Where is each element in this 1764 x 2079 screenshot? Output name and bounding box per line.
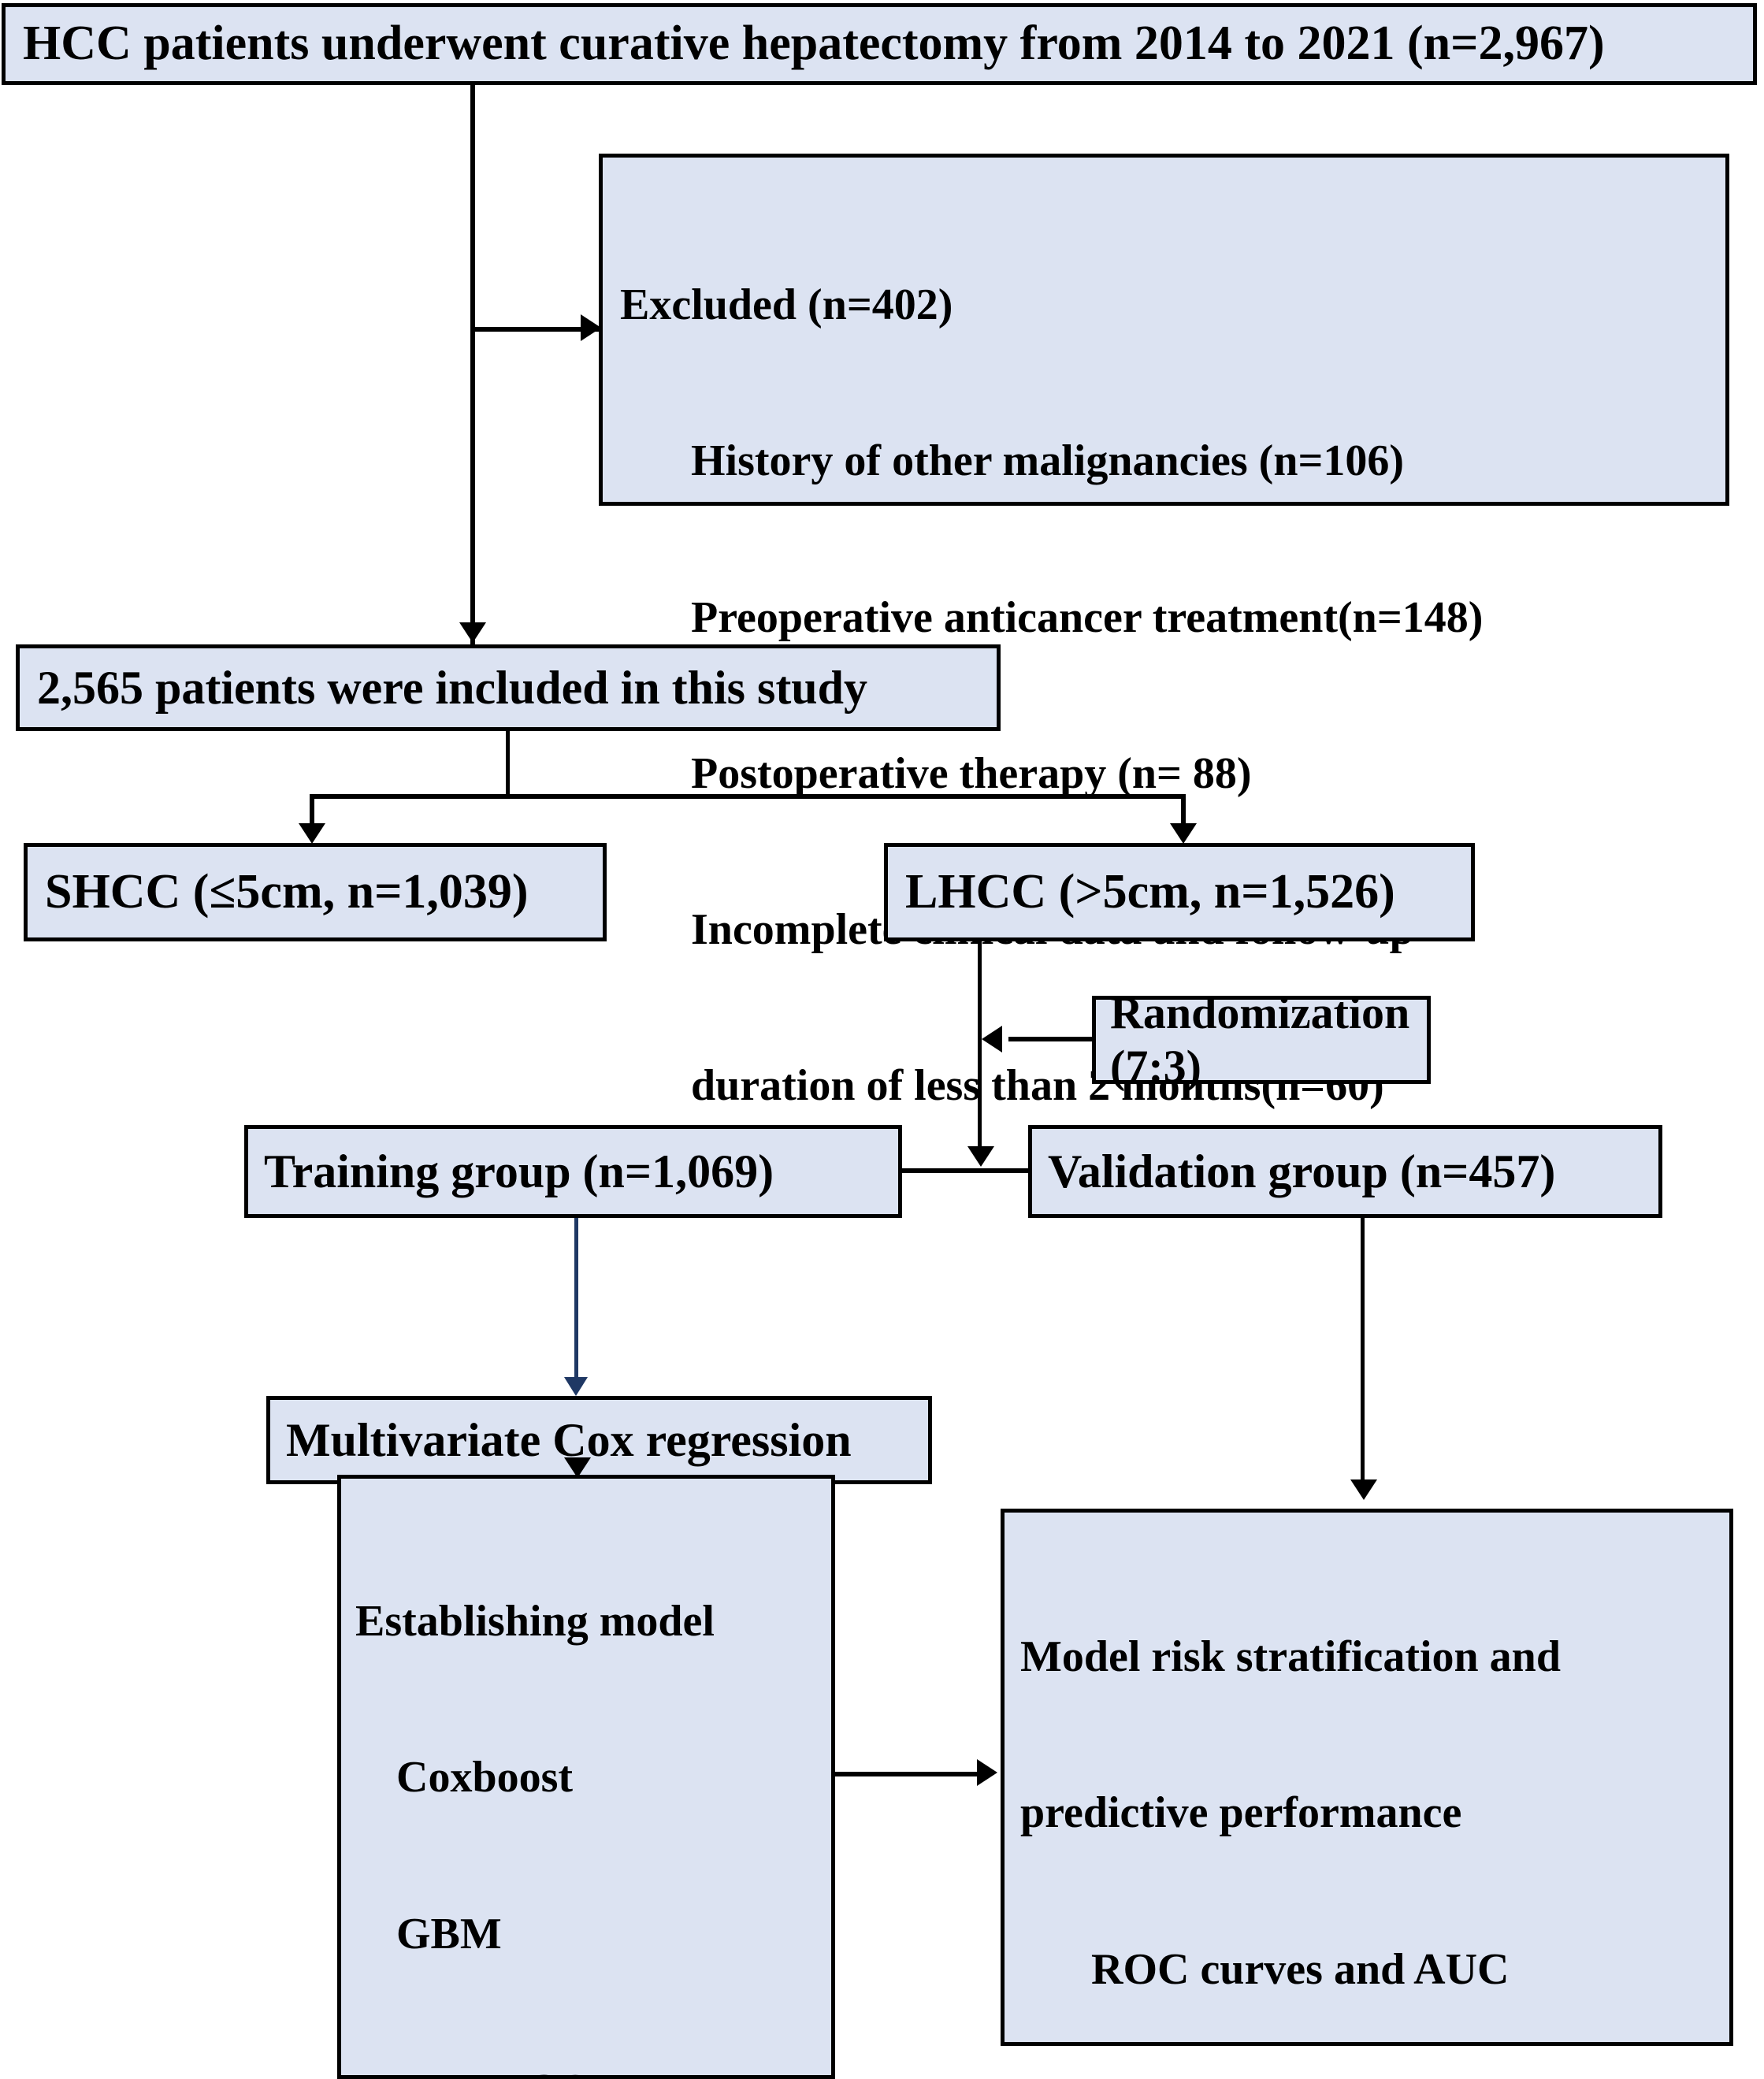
arrowhead-randomization — [982, 1026, 1002, 1052]
node-lhcc-label: LHCC (>5cm, n=1,526) — [905, 864, 1395, 919]
connector-included-stem — [506, 731, 510, 797]
excluded-item: History of other malignancies (n=106) — [691, 436, 1405, 486]
model-risk-item: ROC curves and AUC — [1091, 1944, 1510, 1994]
arrowhead-to-establishing-model — [564, 1457, 591, 1478]
connector-to-lhcc — [1181, 794, 1186, 832]
node-establishing-model: Establishing model Coxboost GBM Lasso_CO… — [337, 1475, 835, 2079]
excluded-heading: Excluded (n=402) — [620, 280, 953, 330]
connector-randomization — [1008, 1037, 1094, 1041]
node-included-label: 2,565 patients were included in this stu… — [37, 661, 868, 714]
connector-lhcc-stem — [978, 941, 982, 1158]
node-shcc: SHCC (≤5cm, n=1,039) — [24, 843, 607, 941]
excluded-item: Postoperative therapy (n= 88) — [691, 748, 1252, 798]
node-included: 2,565 patients were included in this stu… — [16, 644, 1001, 731]
node-cohort-label: HCC patients underwent curative hepatect… — [23, 17, 1605, 71]
node-multivariate-cox-label: Multivariate Cox regression — [286, 1413, 852, 1466]
arrowhead-to-model-risk — [1350, 1479, 1377, 1500]
connector-model-to-riskbox — [831, 1772, 981, 1776]
model-item: Lasso_COX — [355, 2064, 823, 2079]
node-multivariate-cox: Multivariate Cox regression — [266, 1396, 932, 1484]
connector-to-excluded — [470, 327, 604, 332]
connector-training-to-cox — [574, 1218, 578, 1388]
connector-group-bar — [902, 1168, 1028, 1173]
model-risk-heading-line1: Model risk stratification and — [1020, 1632, 1561, 1682]
arrowhead-to-lhcc — [1170, 823, 1197, 844]
node-randomization-label: Randomization (7:3) — [1110, 986, 1421, 1092]
node-cohort: HCC patients underwent curative hepatect… — [2, 3, 1757, 85]
connector-split-bar — [310, 794, 1186, 799]
arrowhead-model-to-riskbox — [977, 1759, 997, 1786]
model-item: GBM — [396, 1909, 502, 1958]
connector-to-shcc — [310, 794, 314, 832]
connector-cohort-stem — [470, 85, 475, 670]
node-excluded: Excluded (n=402) History of other malign… — [599, 154, 1729, 1110]
node-validation-group: Validation group (n=457) — [1028, 1125, 1662, 1218]
excluded-item: Preoperative anticancer treatment(n=148) — [691, 592, 1484, 642]
model-item: Coxboost — [396, 1753, 574, 1802]
node-randomization: Randomization (7:3) — [1092, 987, 1431, 1092]
node-validation-group-label: Validation group (n=457) — [1048, 1145, 1556, 1197]
node-training-group: Training group (n=1,069) — [244, 1125, 902, 1218]
model-risk-heading-line2: predictive performance — [1020, 1788, 1462, 1838]
node-model-risk: Model risk stratification and predictive… — [1001, 1509, 1733, 2046]
arrowhead-to-shcc — [299, 823, 325, 844]
arrowhead-to-cox — [564, 1377, 588, 1396]
node-training-group-label: Training group (n=1,069) — [264, 1145, 774, 1197]
arrowhead-to-excluded — [581, 314, 601, 341]
connector-validation-to-model-risk — [1361, 1218, 1365, 1491]
arrowhead-to-group-split — [967, 1146, 994, 1167]
node-shcc-label: SHCC (≤5cm, n=1,039) — [45, 864, 529, 919]
node-lhcc: LHCC (>5cm, n=1,526) — [884, 843, 1475, 941]
establishing-model-heading: Establishing model — [355, 1597, 715, 1646]
arrowhead-to-included — [459, 622, 486, 643]
